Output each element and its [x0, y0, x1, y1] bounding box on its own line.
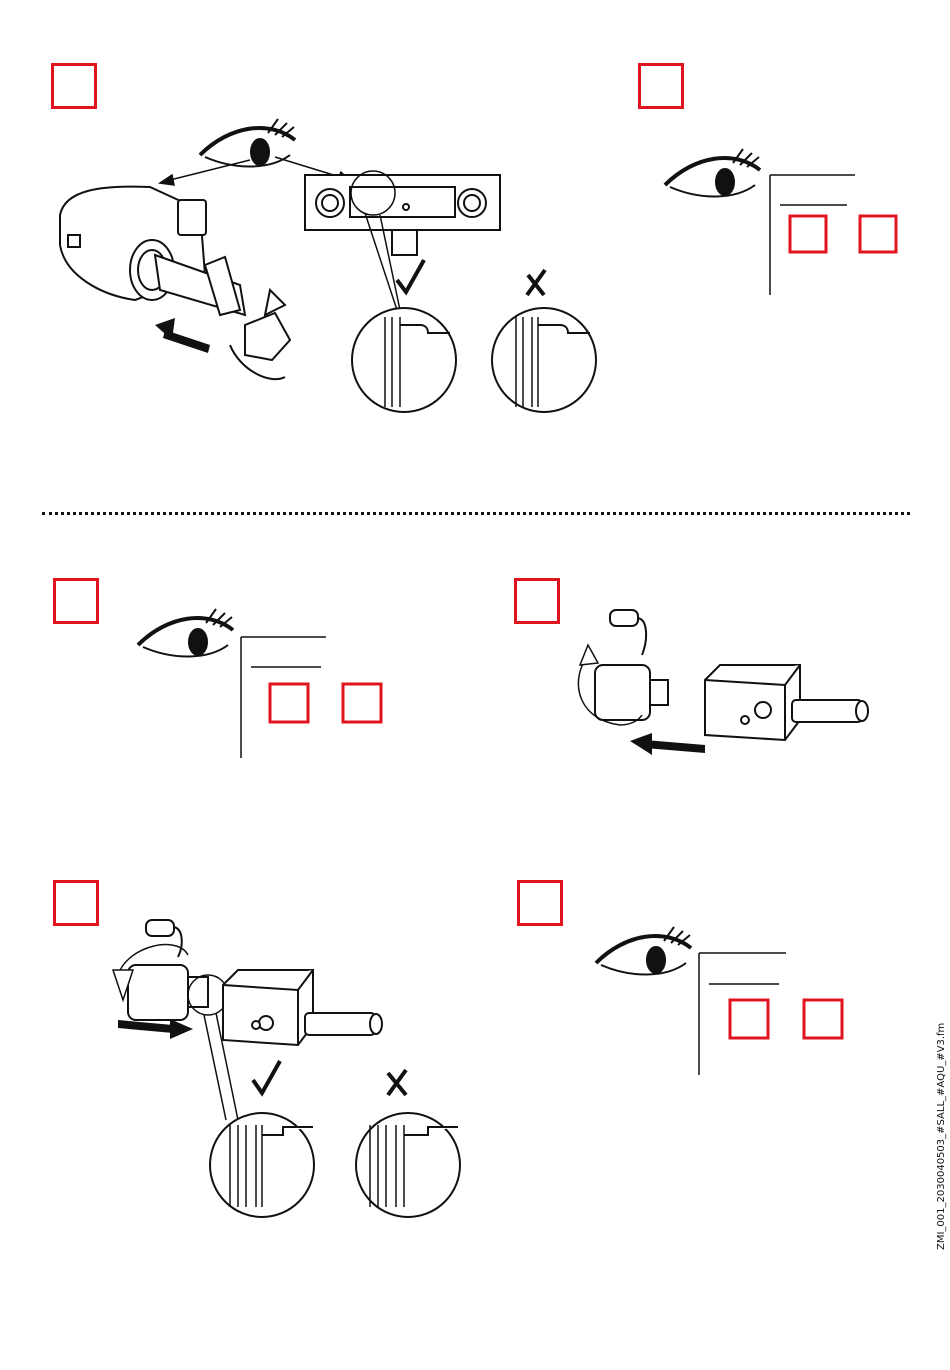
cartridge [595, 610, 668, 720]
gauge-bracket [699, 953, 786, 1075]
gauge-box-a [270, 684, 308, 722]
check-icon [253, 1061, 280, 1093]
cartridge [128, 920, 208, 1020]
detail-wrong [356, 1113, 460, 1217]
valve-body [223, 970, 382, 1045]
push-arrow [155, 318, 210, 353]
cross-icon [527, 270, 545, 295]
gauge-box-a [730, 1000, 768, 1038]
step-1-number-box [51, 63, 97, 109]
step-3-illustration [138, 600, 398, 760]
valve-body [705, 665, 868, 740]
gauge-box-b [860, 216, 896, 252]
gauge-box-b [343, 684, 381, 722]
gauge-bracket [770, 175, 855, 295]
section-divider [42, 512, 910, 515]
step-4-illustration [570, 605, 880, 755]
wrench [205, 257, 290, 379]
cross-icon [388, 1070, 406, 1095]
arrow-icon [630, 733, 705, 755]
detail-wrong [492, 308, 596, 412]
step-6-number-box [517, 880, 563, 926]
step-3-number-box [53, 578, 99, 624]
step-5-illustration [108, 915, 468, 1220]
step-2-illustration [665, 140, 915, 300]
gauge-box-b [804, 1000, 842, 1038]
gauge-bracket [241, 637, 326, 758]
valve-top-view [305, 175, 500, 255]
step-6-illustration [596, 918, 856, 1078]
eye-icon [665, 149, 760, 197]
detail-correct [210, 1113, 314, 1217]
step-4-number-box [514, 578, 560, 624]
arrow-icon [118, 1019, 193, 1039]
detail-correct [352, 308, 456, 412]
gauge-box-a [790, 216, 826, 252]
check-icon [397, 260, 424, 292]
step-5-number-box [53, 880, 99, 926]
eye-icon [596, 927, 691, 975]
step-1-illustration [40, 115, 600, 425]
step-2-number-box [638, 63, 684, 109]
document-filename-label: ZMI_001_2030040503_#SALL_#AQU_#V3.fm [936, 1023, 947, 1250]
eye-icon [138, 609, 233, 657]
